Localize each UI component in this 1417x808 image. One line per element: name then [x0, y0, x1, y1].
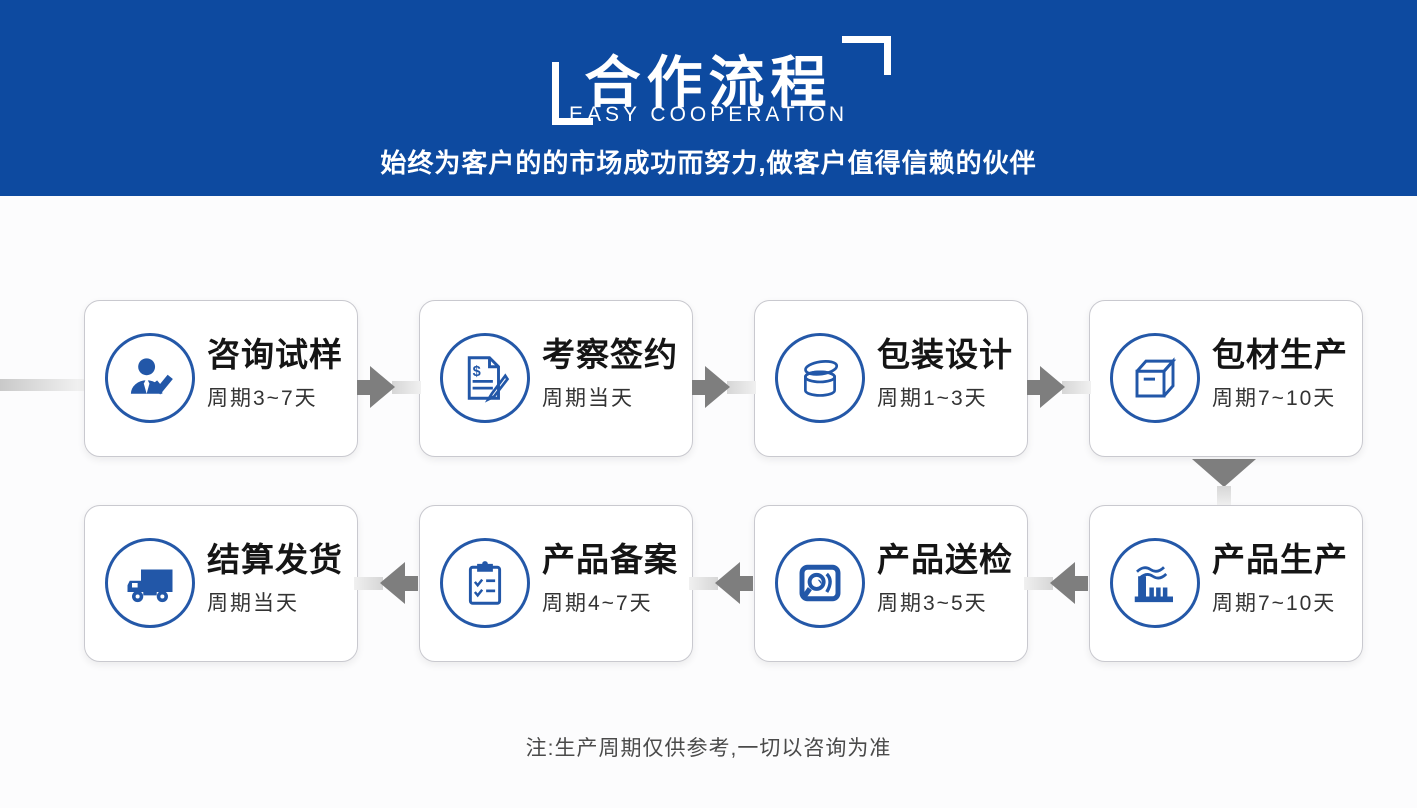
step-title: 产品生产: [1212, 541, 1348, 578]
carton-box-icon: [1110, 333, 1200, 423]
magnifier-screen-icon: [775, 538, 865, 628]
arrow-left-icon: [354, 561, 419, 605]
step-title: 包装设计: [877, 336, 1013, 373]
edge-connector-line: [0, 379, 84, 391]
step-title: 包材生产: [1212, 336, 1348, 373]
step-period: 周期4~7天: [542, 591, 653, 615]
step-period: 周期当天: [542, 386, 634, 410]
step-card-consult-sample: 咨询试样 周期3~7天: [84, 300, 358, 457]
arrow-left-icon: [689, 561, 754, 605]
step-title: 产品备案: [542, 541, 678, 578]
arrow-down-icon: [1192, 459, 1256, 505]
clipboard-check-icon: [440, 538, 530, 628]
factory-icon: [1110, 538, 1200, 628]
step-card-product-filing: 产品备案 周期4~7天: [419, 505, 693, 662]
step-card-package-design: 包装设计 周期1~3天: [754, 300, 1028, 457]
step-title: 咨询试样: [207, 336, 343, 373]
step-period: 周期3~5天: [877, 591, 988, 615]
step-title: 产品送检: [877, 541, 1013, 578]
bracket-bottom-left-icon: [552, 62, 593, 125]
step-card-inspect-sign: $ 考察签约 周期当天: [419, 300, 693, 457]
arrow-left-icon: [1024, 561, 1089, 605]
svg-text:$: $: [473, 364, 481, 380]
step-title: 结算发货: [207, 541, 343, 578]
footer-note: 注:生产周期仅供参考,一切以咨询为准: [525, 737, 892, 760]
header-banner: 合作流程 EASY COOPERATION 始终为客户的的市场成功而努力,做客户…: [0, 0, 1417, 196]
cosmetic-jar-icon: [775, 333, 865, 423]
truck-icon: [105, 538, 195, 628]
page-title: 合作流程: [584, 51, 833, 114]
header-tagline: 始终为客户的的市场成功而努力,做客户值得信赖的伙伴: [380, 148, 1037, 178]
step-period: 周期7~10天: [1212, 591, 1337, 615]
step-card-packaging-production: 包材生产 周期7~10天: [1089, 300, 1363, 457]
step-period: 周期1~3天: [877, 386, 988, 410]
step-period: 周期当天: [207, 591, 299, 615]
step-card-product-inspection: 产品送检 周期3~5天: [754, 505, 1028, 662]
person-check-icon: [105, 333, 195, 423]
page-subtitle: EASY COOPERATION: [568, 103, 849, 126]
step-card-product-production: 产品生产 周期7~10天: [1089, 505, 1363, 662]
arrow-right-icon: [691, 365, 756, 409]
arrow-right-icon: [1026, 365, 1091, 409]
arrow-right-icon: [356, 365, 421, 409]
step-period: 周期7~10天: [1212, 386, 1337, 410]
bracket-top-right-icon: [842, 36, 891, 75]
step-title: 考察签约: [542, 336, 678, 373]
step-period: 周期3~7天: [207, 386, 318, 410]
contract-pen-icon: $: [440, 333, 530, 423]
step-card-settle-ship: 结算发货 周期当天: [84, 505, 358, 662]
